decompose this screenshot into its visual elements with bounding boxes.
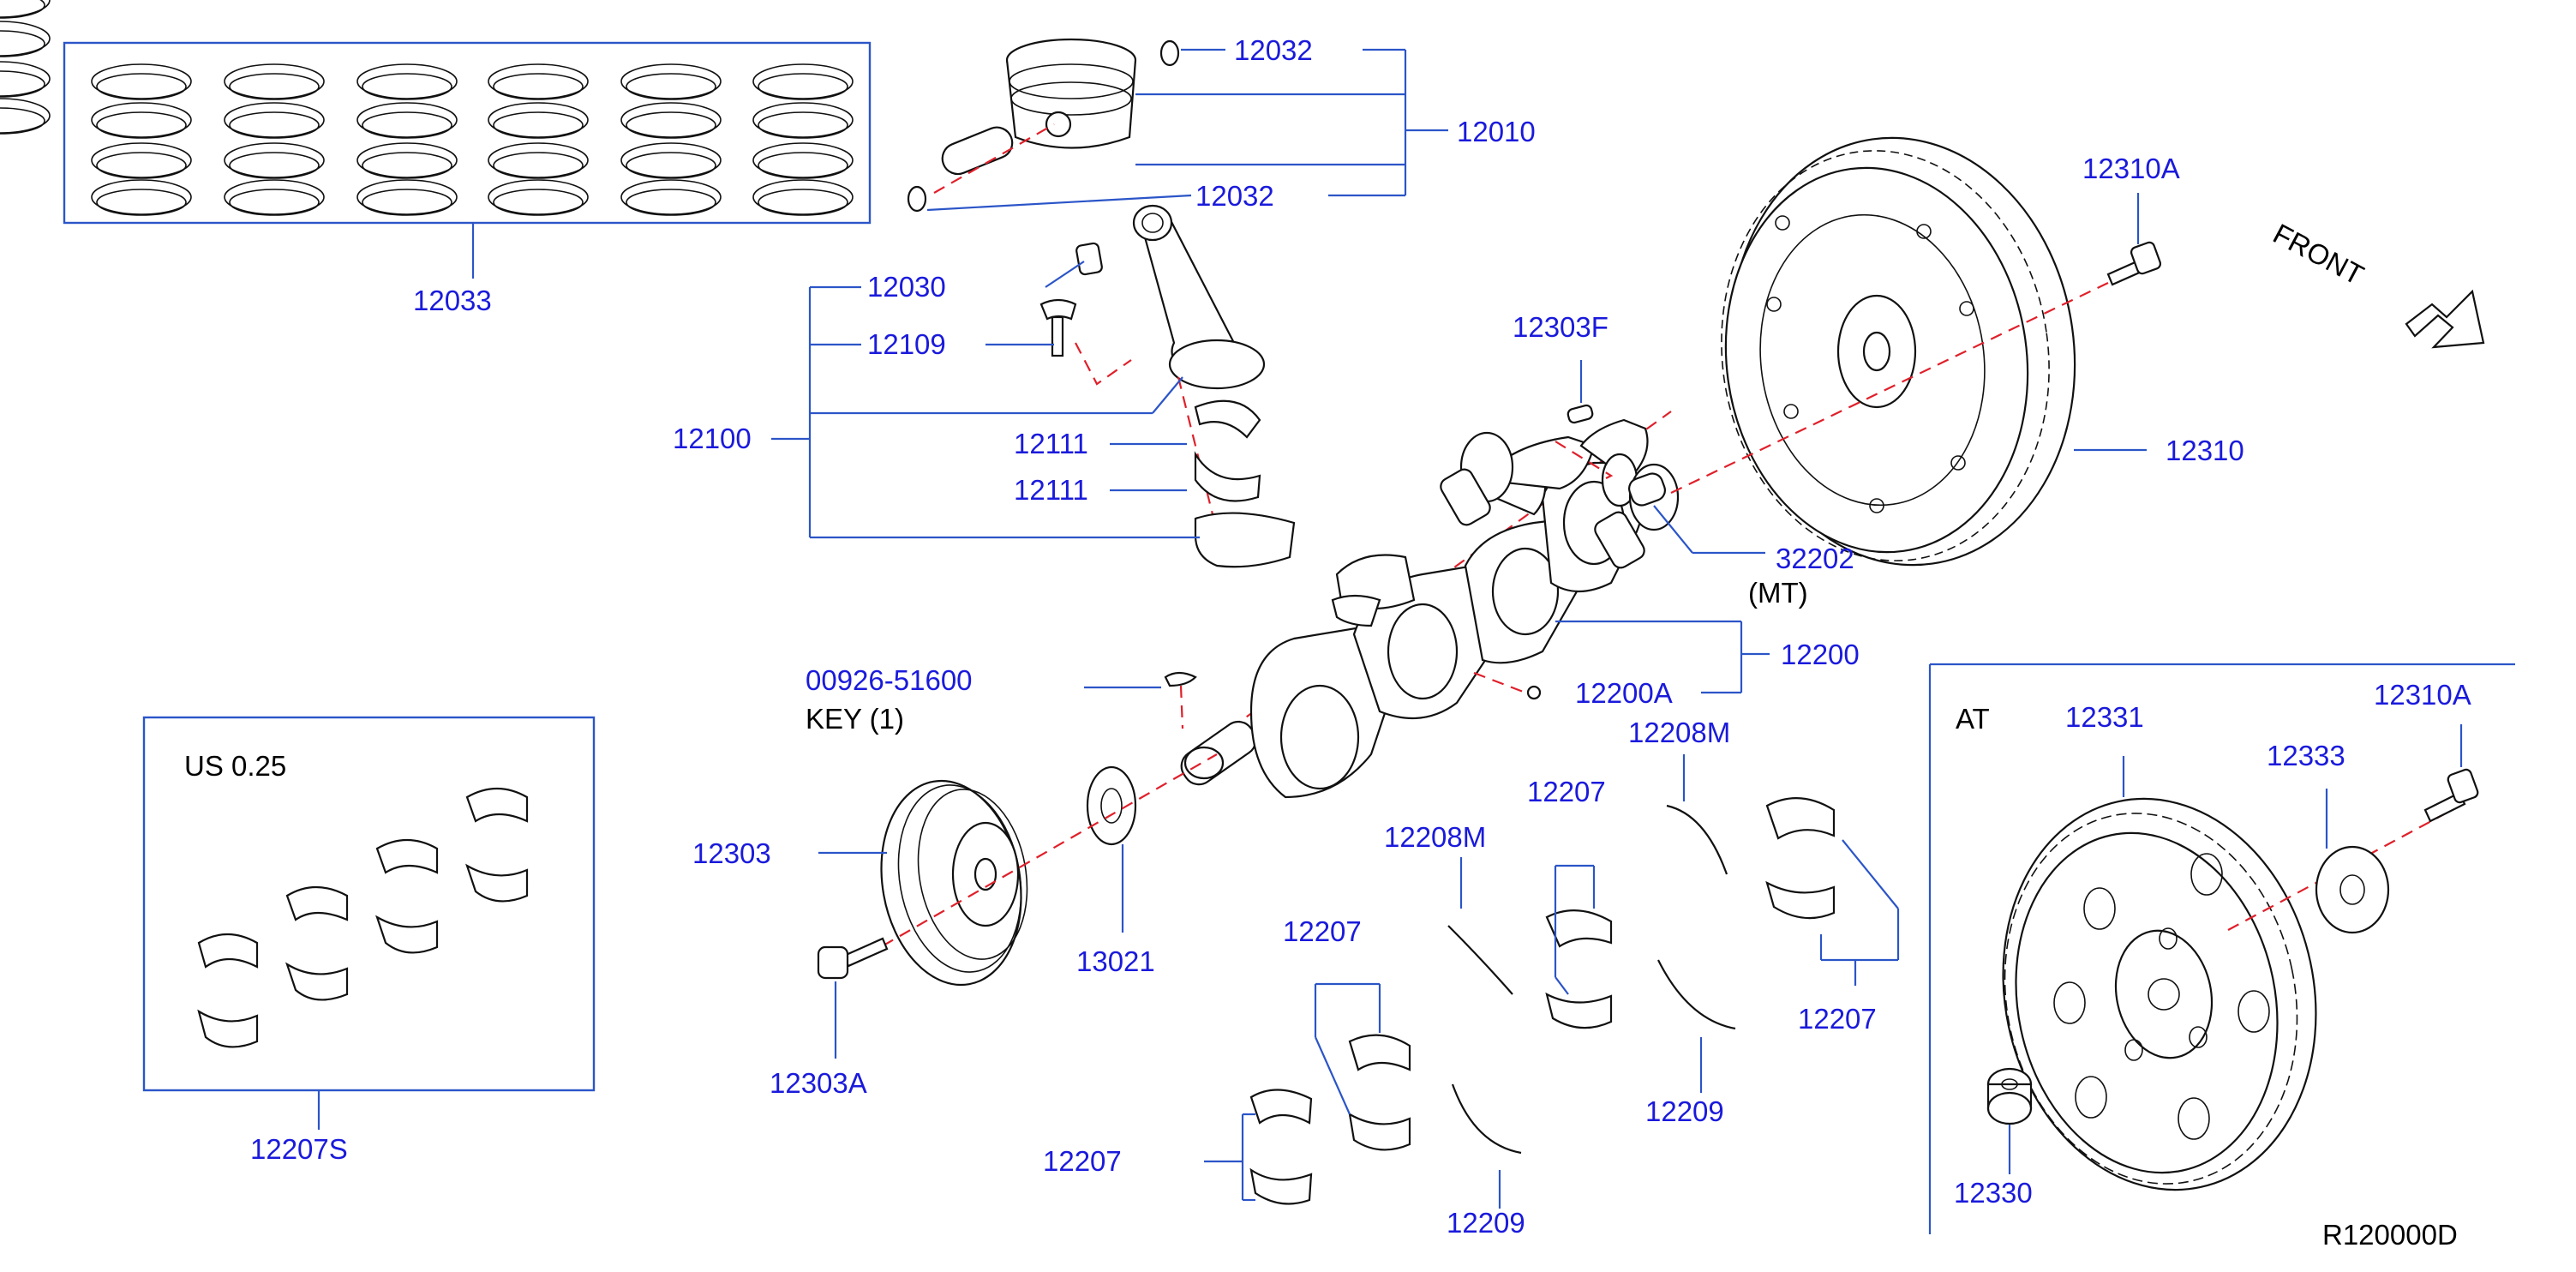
label-12330[interactable]: 12330: [1954, 1177, 2033, 1209]
label-12207-right[interactable]: 12207: [1798, 1003, 1877, 1035]
undersize-bearing-set[interactable]: [142, 716, 596, 1130]
front-label: FRONT: [2268, 218, 2369, 291]
crankshaft[interactable]: [1176, 411, 1680, 799]
label-12303F[interactable]: 12303F: [1513, 311, 1609, 343]
label-12207-lower[interactable]: 12207: [1283, 915, 1362, 947]
reinforcement-plate[interactable]: [2315, 845, 2390, 934]
front-arrow-icon: [2405, 289, 2485, 349]
flywheel-mt[interactable]: [1670, 116, 2109, 588]
mt-note: (MT): [1748, 577, 1808, 609]
label-13021[interactable]: 13021: [1076, 945, 1155, 977]
label-12111-a[interactable]: 12111: [1014, 428, 1088, 459]
label-12209-right[interactable]: 12209: [1645, 1095, 1724, 1127]
label-12209-bottom[interactable]: 12209: [1447, 1207, 1525, 1239]
crank-pulley-bolt[interactable]: [817, 937, 889, 980]
us-note: US 0.25: [184, 750, 286, 782]
label-12310A-flywheel[interactable]: 12310A: [2082, 153, 2180, 184]
label-12303A[interactable]: 12303A: [770, 1067, 867, 1099]
label-00926-51600[interactable]: 00926-51600: [806, 664, 973, 696]
flywheel-bolt[interactable]: [2106, 241, 2162, 286]
label-12333[interactable]: 12333: [2267, 740, 2345, 771]
label-12033[interactable]: 12033: [413, 285, 492, 316]
crank-sprocket[interactable]: [865, 753, 1218, 957]
label-12010[interactable]: 12010: [1457, 116, 1536, 147]
label-12200[interactable]: 12200: [1781, 639, 1860, 670]
main-bearings[interactable]: [1249, 797, 1836, 1205]
pilot-bushing[interactable]: [1626, 471, 1668, 508]
crank-pulley[interactable]: [866, 770, 1039, 996]
label-12303[interactable]: 12303: [692, 837, 771, 869]
label-12310A-at[interactable]: 12310A: [2374, 679, 2471, 711]
drive-plate-bolt[interactable]: [2423, 768, 2479, 823]
label-12207S[interactable]: 12207S: [250, 1133, 348, 1165]
drive-plate-at[interactable]: [1968, 770, 2469, 1220]
at-note: AT: [1956, 703, 1990, 735]
key-note: KEY (1): [806, 703, 904, 735]
label-12208M-left[interactable]: 12208M: [1384, 821, 1486, 853]
label-12032-bottom[interactable]: 12032: [1195, 180, 1274, 212]
label-12200A[interactable]: 12200A: [1575, 677, 1673, 709]
piston-assembly[interactable]: [907, 38, 1180, 213]
label-12310[interactable]: 12310: [2166, 435, 2244, 466]
label-12030[interactable]: 12030: [867, 271, 946, 303]
woodruff-key[interactable]: [1164, 671, 1197, 729]
label-12109[interactable]: 12109: [867, 328, 946, 360]
connecting-rod[interactable]: [1039, 204, 1296, 568]
label-12032-top[interactable]: 12032: [1234, 34, 1313, 66]
drawing-reference: R120000D: [2322, 1219, 2458, 1251]
label-12208M-right[interactable]: 12208M: [1628, 717, 1730, 748]
label-12331[interactable]: 12331: [2065, 701, 2144, 733]
label-32202[interactable]: 32202: [1776, 543, 1854, 574]
pin-12200A[interactable]: [1473, 671, 1542, 700]
piston-ring-set[interactable]: [0, 0, 872, 279]
label-12111-b[interactable]: 12111: [1014, 474, 1088, 506]
label-12100[interactable]: 12100: [673, 423, 752, 454]
dowel-pin-12303F[interactable]: [1555, 404, 1614, 481]
spacer-12330[interactable]: [1986, 1067, 2033, 1125]
label-12207-bottom[interactable]: 12207: [1043, 1145, 1122, 1177]
label-12207-mid[interactable]: 12207: [1527, 776, 1606, 807]
